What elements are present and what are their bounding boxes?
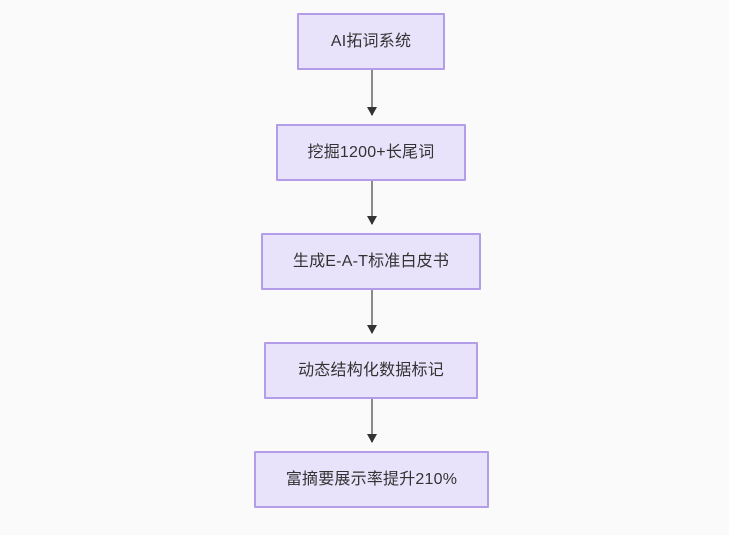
flow-node-label: 挖掘1200+长尾词 — [307, 143, 435, 161]
flow-node-dynamic-structured-data[interactable]: 动态结构化数据标记 — [264, 342, 478, 399]
flow-node-mine-longtail-keywords[interactable]: 挖掘1200+长尾词 — [276, 124, 466, 181]
arrow-head-icon — [367, 325, 377, 334]
arrow-head-icon — [367, 107, 377, 116]
flow-edge-line — [371, 181, 373, 224]
flow-node-label: AI拓词系统 — [330, 32, 412, 50]
flow-node-ai-keyword-system[interactable]: AI拓词系统 — [297, 13, 445, 70]
flow-node-generate-eat-whitepaper[interactable]: 生成E-A-T标准白皮书 — [261, 233, 481, 290]
flow-node-rich-snippet-uplift[interactable]: 富摘要展示率提升210% — [254, 451, 489, 508]
flow-node-label: 动态结构化数据标记 — [298, 361, 444, 379]
flow-edge-line — [371, 290, 373, 333]
flow-edge-line — [371, 70, 373, 115]
flow-edge-line — [371, 399, 373, 442]
flow-node-label: 生成E-A-T标准白皮书 — [292, 252, 450, 270]
arrow-head-icon — [367, 434, 377, 443]
arrow-head-icon — [367, 216, 377, 225]
flow-node-label: 富摘要展示率提升210% — [285, 470, 458, 488]
